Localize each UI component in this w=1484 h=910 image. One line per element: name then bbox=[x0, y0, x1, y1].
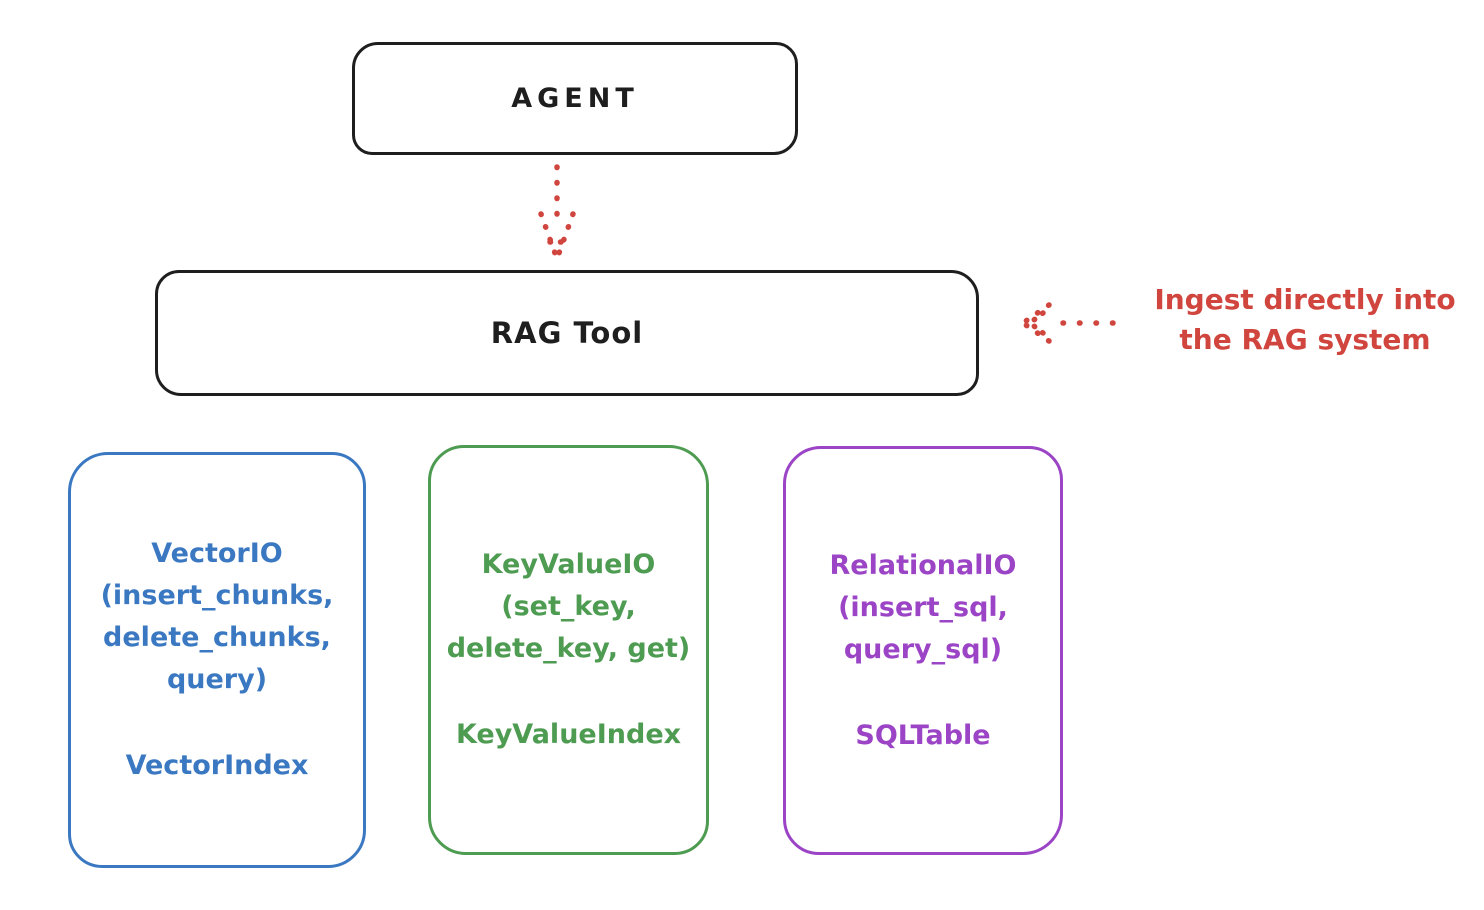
ingest-annotation-line2: the RAG system bbox=[1179, 323, 1431, 356]
backend-name: KeyValueIO bbox=[481, 549, 656, 580]
backend-card-relational-io: RelationalIO (insert_sql, query_sql) SQL… bbox=[783, 446, 1063, 855]
backend-card-vector-io: VectorIO (insert_chunks, delete_chunks, … bbox=[68, 452, 366, 868]
backend-name: RelationalIO bbox=[829, 549, 1017, 581]
agent-to-rag-arrow-icon bbox=[538, 164, 576, 259]
backend-methods: (insert_sql, query_sql) bbox=[838, 591, 1008, 665]
arrow-head-inner-top bbox=[1027, 310, 1046, 326]
backend-index-name: KeyValueIndex bbox=[455, 719, 682, 750]
rag-tool-node-label: RAG Tool bbox=[490, 316, 644, 350]
ingest-annotation-line1: Ingest directly into bbox=[1154, 283, 1456, 316]
ingest-annotation-arrow-icon bbox=[1020, 302, 1132, 344]
agent-node: AGENT bbox=[352, 42, 798, 155]
backend-card-keyvalue-io: KeyValueIO (set_key, delete_key, get) Ke… bbox=[428, 445, 709, 855]
backend-methods: (set_key, delete_key, get) bbox=[446, 591, 691, 664]
backend-index-name: SQLTable bbox=[855, 719, 991, 751]
arrow-head-inner-bottom bbox=[1027, 320, 1046, 336]
arrow-head-left bbox=[538, 211, 559, 259]
rag-tool-node: RAG Tool bbox=[155, 270, 979, 396]
backend-methods: (insert_chunks, delete_chunks, query) bbox=[100, 580, 334, 695]
arrow-head-right bbox=[555, 211, 576, 259]
agent-node-label: AGENT bbox=[511, 83, 639, 114]
ingest-annotation: Ingest directly into the RAG system bbox=[1130, 280, 1480, 360]
arrow-head-bottom bbox=[1020, 320, 1052, 344]
backend-index-name: VectorIndex bbox=[125, 750, 309, 781]
arrow-head-top bbox=[1020, 302, 1052, 326]
backend-name: VectorIO bbox=[151, 538, 283, 569]
